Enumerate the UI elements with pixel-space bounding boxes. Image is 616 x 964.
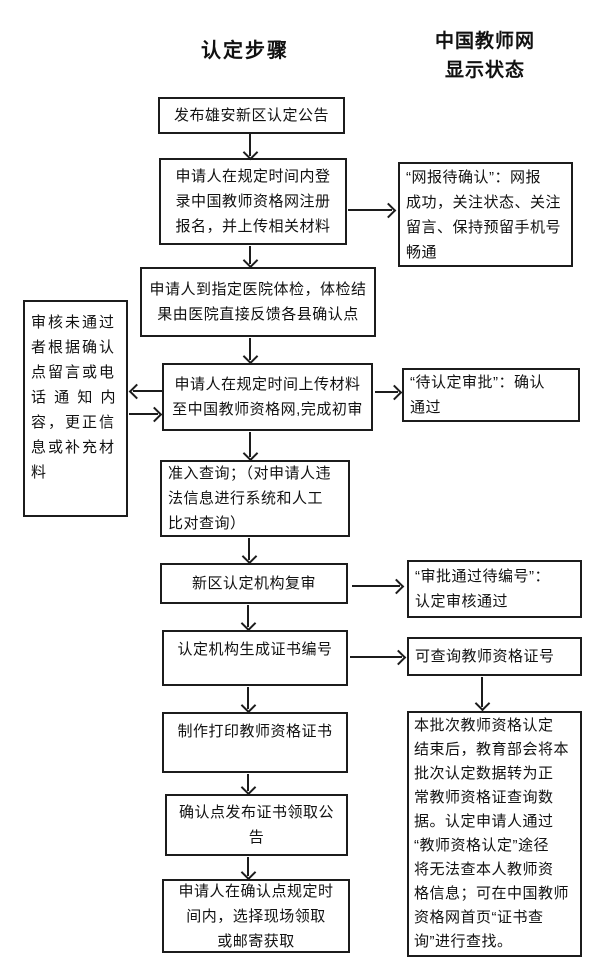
arrow-down-icon-7: [247, 687, 249, 709]
box-upload-materials-initial-review: 申请人在规定时间上传材料 至中国教师资格网,完成初审: [162, 363, 373, 431]
arrow-right-icon-review-status: [375, 391, 398, 393]
box-generate-certificate-number: 认定机构生成证书编号: [162, 630, 348, 686]
arrow-down-icon-status-column: [481, 677, 483, 707]
box-pickup-announcement: 确认点发布证书领取公 告: [165, 794, 348, 856]
arrow-down-icon-1: [249, 134, 251, 156]
box-publish-announcement: 发布雄安新区认定公告: [158, 97, 345, 134]
arrow-down-icon-9: [247, 857, 249, 876]
arrow-right-icon-registration-status: [348, 209, 392, 211]
status-box-certificate-number-queryable: 可查询教师资格证号: [407, 637, 582, 676]
box-review-failed-correction-note: 审核未通过 者根据确认 点留言或电 话 通 知 内 容，更正信 息或补充材 料: [23, 300, 128, 517]
box-online-registration: 申请人在规定时间内登 录中国教师资格网注册 报名，并上传相关材料: [159, 158, 347, 245]
arrow-down-icon-5: [248, 538, 250, 560]
arrow-right-icon-resubmit: [129, 413, 158, 415]
arrow-left-icon-correction: [133, 390, 162, 392]
box-physical-exam: 申请人到指定医院体检，体检结 果由医院直接反馈各县确认点: [140, 267, 376, 337]
arrow-down-icon-4: [249, 432, 251, 457]
status-box-approved-pending-number: “审批通过待编号”： 认定审核通过: [407, 560, 582, 618]
arrow-right-icon-approval-status: [352, 585, 400, 587]
box-certificate-collection: 申请人在确认点规定时 间内，选择现场领取 或邮寄获取: [162, 879, 350, 953]
arrow-down-icon-3: [249, 338, 251, 360]
arrow-right-icon-number-status: [350, 656, 402, 658]
status-box-pending-confirmation: “网报待确认”：网报 成功，关注状态、关注 留言、保持预留手机号 畅通: [398, 162, 573, 267]
status-box-data-transfer-note: 本批次教师资格认定 结束后，教育部会将本 批次认定数据转为正 常教师资格证查询数…: [407, 711, 582, 957]
box-access-inquiry: 准入查询；（对申请人违 法信息进行系统和人工 比对查询）: [160, 460, 350, 537]
box-agency-re-review: 新区认定机构复审: [160, 563, 348, 604]
column-header-steps: 认定步骤: [201, 40, 289, 62]
arrow-down-icon-2: [249, 246, 251, 264]
status-box-pending-approval: “待认定审批”：确认 通过: [402, 368, 580, 422]
arrow-down-icon-6: [247, 605, 249, 627]
box-print-certificate: 制作打印教师资格证书: [162, 712, 348, 773]
arrow-down-icon-8: [247, 774, 249, 791]
column-header-status: 中国教师网 显示状态: [434, 31, 535, 81]
